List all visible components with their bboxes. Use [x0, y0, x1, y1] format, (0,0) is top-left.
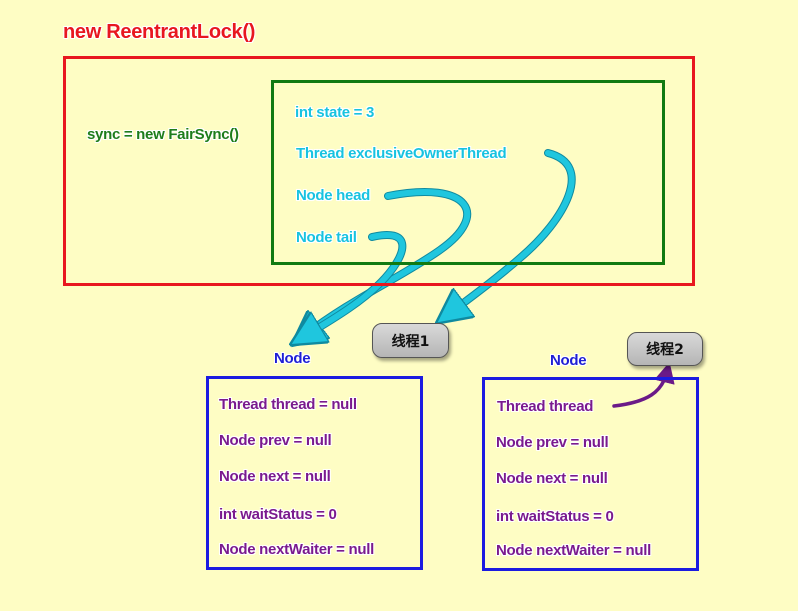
node-2-label: Node — [550, 352, 587, 369]
node-box-2 — [482, 377, 699, 571]
node-2-field-next: Node next = null — [496, 470, 608, 487]
node-1-field-thread: Thread thread = null — [219, 396, 357, 413]
fair-sync-field-head: Node head — [296, 187, 370, 204]
node-1-field-prev: Node prev = null — [219, 432, 332, 449]
fair-sync-field-tail: Node tail — [296, 229, 357, 246]
node-1-field-wait-status: int waitStatus = 0 — [219, 506, 337, 523]
thread2-pill: 线程2 — [627, 332, 703, 366]
sync-label: sync = new FairSync() — [87, 126, 239, 143]
node-1-label: Node — [274, 350, 311, 367]
fair-sync-box — [271, 80, 665, 265]
node-box-1 — [206, 376, 423, 570]
thread1-pill: 线程1 — [372, 323, 449, 358]
node-1-field-next-waiter: Node nextWaiter = null — [219, 541, 374, 558]
fair-sync-field-owner-thread: Thread exclusiveOwnerThread — [296, 145, 507, 162]
node-2-field-next-waiter: Node nextWaiter = null — [496, 542, 651, 559]
diagram-title: new ReentrantLock() — [63, 21, 256, 43]
reentrant-lock-box — [63, 56, 695, 286]
fair-sync-field-state: int state = 3 — [295, 104, 375, 121]
node-2-field-prev: Node prev = null — [496, 434, 609, 451]
node-2-field-thread: Thread thread — [497, 398, 594, 415]
node-1-field-next: Node next = null — [219, 468, 331, 485]
node-2-field-wait-status: int waitStatus = 0 — [496, 508, 614, 525]
